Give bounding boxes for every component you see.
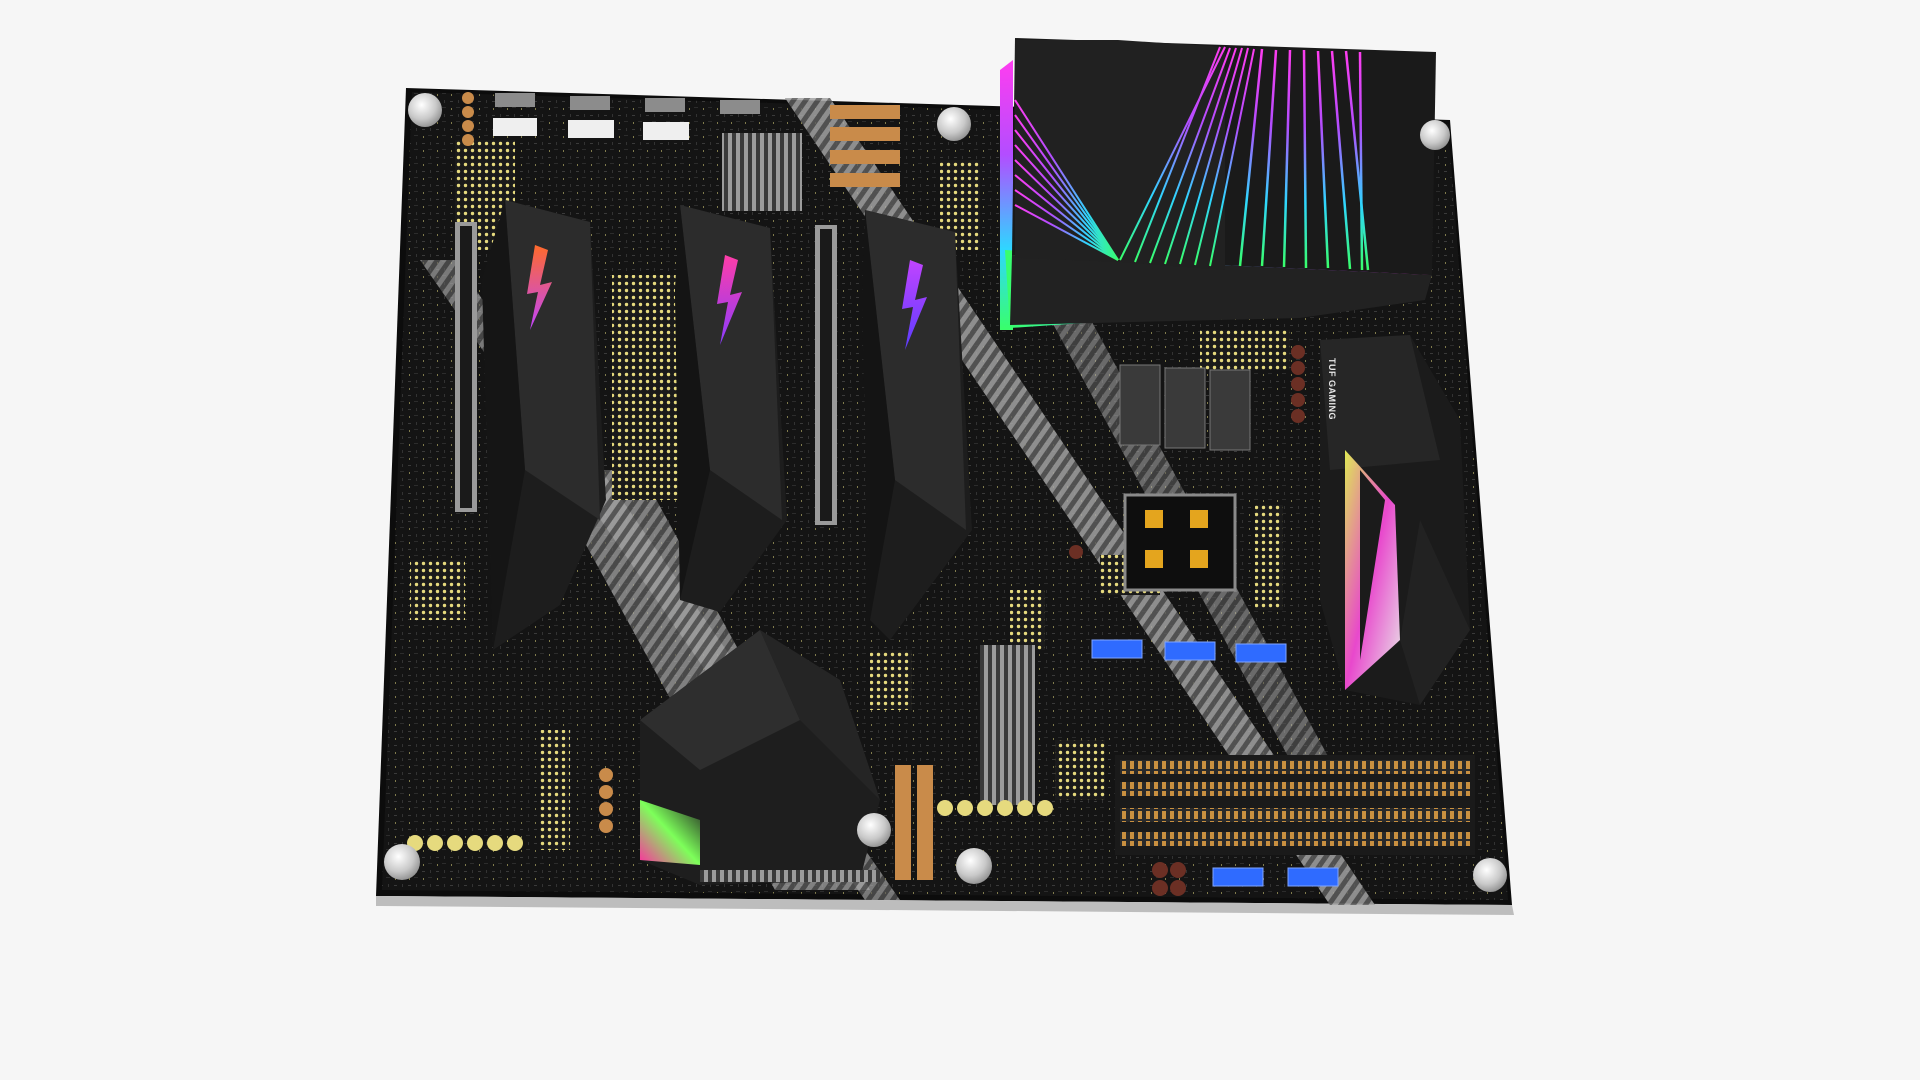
cpu-cooler xyxy=(1000,38,1436,330)
mounting-screws xyxy=(384,93,1507,892)
dimm-slots xyxy=(1115,755,1475,855)
screw-icon xyxy=(937,107,971,141)
screw-icon xyxy=(1420,120,1450,150)
tuf-memory-heatsink xyxy=(1320,335,1470,705)
chipset-heatsink xyxy=(640,630,880,885)
screw-icon xyxy=(1473,858,1507,892)
pcie-slots xyxy=(455,222,837,525)
lightning-bolt-icon xyxy=(902,260,927,350)
power-stages xyxy=(1119,345,1305,451)
m2-connectors xyxy=(895,645,1035,880)
lightning-bolt-icon xyxy=(527,245,552,330)
screw-icon xyxy=(384,844,420,880)
lightning-bolt-icon xyxy=(717,255,742,345)
rear-io-connectors xyxy=(462,92,900,211)
screw-icon xyxy=(408,93,442,127)
cooler-rgb-fan-lines xyxy=(1014,46,1370,271)
capacitors xyxy=(407,545,1186,896)
central-controller-chip xyxy=(1123,493,1237,592)
sata-ports xyxy=(1091,639,1339,887)
vrm-heatsink-3 xyxy=(862,210,972,640)
screw-icon xyxy=(857,813,891,847)
vrm-heatsink-1 xyxy=(482,200,606,650)
vrm-heatsink-2 xyxy=(675,205,787,612)
screw-icon xyxy=(956,848,992,884)
tuf-gaming-label: TUF GAMING xyxy=(1327,358,1337,420)
